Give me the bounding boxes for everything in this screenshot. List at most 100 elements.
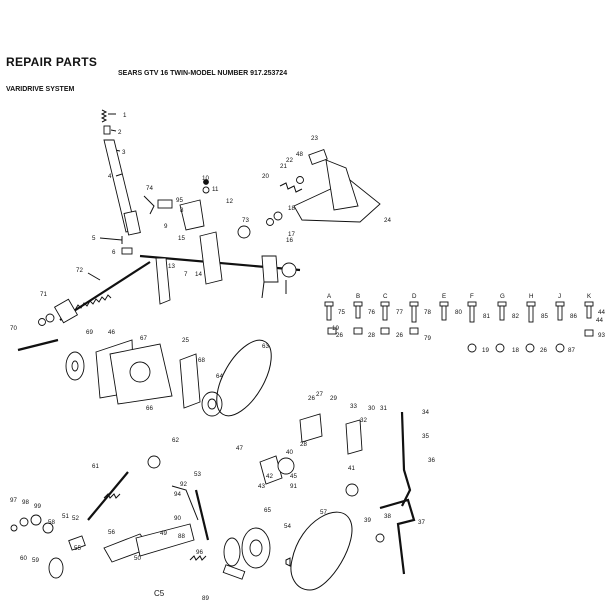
callout-87: 87	[568, 347, 575, 354]
washer-part-97	[10, 524, 18, 532]
callout-35: 35	[422, 433, 429, 440]
letter-k: K	[587, 293, 592, 300]
washer-part-99	[30, 514, 42, 526]
callout-12: 12	[226, 198, 233, 205]
callout-34: 34	[422, 409, 429, 416]
callout-26c: 26	[540, 347, 547, 354]
spring-part-96	[189, 555, 207, 561]
block-part-71	[53, 298, 79, 324]
callout-69: 69	[86, 329, 93, 336]
letter-h: H	[529, 293, 533, 300]
bolt-part-5	[99, 236, 123, 244]
callout-61: 61	[92, 463, 99, 470]
washer-part-22	[296, 176, 304, 184]
link-part-13	[155, 257, 171, 305]
letter-b: B	[356, 293, 360, 300]
nut-part-18	[38, 318, 46, 326]
callout-37: 37	[418, 519, 425, 526]
callout-48: 48	[296, 151, 303, 158]
lower-drive-assembly	[10, 411, 416, 591]
hardware-bolt-f	[467, 301, 477, 323]
idler-part-25	[129, 361, 151, 383]
callout-76: 76	[368, 309, 375, 316]
callout-98: 98	[22, 499, 29, 506]
callout-19: 19	[332, 325, 339, 332]
callout-82: 82	[512, 313, 519, 320]
callout-38: 38	[384, 513, 391, 520]
leader-72	[87, 272, 101, 281]
letter-j: J	[558, 293, 561, 300]
callout-33: 33	[350, 403, 357, 410]
lever-bracket	[123, 210, 141, 236]
callout-97: 97	[10, 497, 17, 504]
callout-59: 59	[32, 557, 39, 564]
washer-part-98	[19, 517, 29, 527]
bolt-part-70	[17, 338, 59, 352]
callout-18b: 18	[512, 347, 519, 354]
callout-1: 1	[123, 112, 127, 119]
callout-72: 72	[76, 267, 83, 274]
callout-79: 79	[424, 335, 431, 342]
callout-44b: 44	[598, 309, 605, 316]
callout-85: 85	[541, 313, 548, 320]
hardware-bolt-b	[353, 301, 363, 319]
bracket-part-12	[179, 199, 205, 231]
washer-part-18	[273, 211, 283, 221]
callout-58: 58	[48, 519, 55, 526]
leader-4	[115, 173, 123, 177]
callout-22: 22	[286, 157, 293, 164]
callout-labels: 1 2 3 4 5 6 7 8 9 10 11 12 13 14 15 16 1…	[10, 112, 605, 602]
spring-on-rod	[74, 294, 112, 311]
callout-39: 39	[364, 517, 371, 524]
callout-10: 10	[202, 175, 209, 182]
callout-45: 45	[290, 473, 297, 480]
hardware-key	[324, 301, 594, 353]
bolt-part-10	[203, 179, 209, 185]
callout-16: 16	[286, 237, 293, 244]
pulley-hub	[71, 360, 79, 372]
callout-28a: 28	[368, 332, 375, 339]
callout-71: 71	[40, 291, 47, 298]
callout-63: 63	[262, 343, 269, 350]
callout-77: 77	[396, 309, 403, 316]
hardware-bolt-c	[380, 301, 390, 321]
callout-9: 9	[164, 223, 168, 230]
pin-part-23	[308, 148, 328, 166]
callout-92: 92	[180, 481, 187, 488]
letter-e: E	[442, 293, 446, 300]
page-title: REPAIR PARTS	[6, 55, 98, 69]
bracket-part-33	[345, 419, 363, 455]
knob-part-2	[103, 125, 111, 135]
pin-part-14	[261, 281, 265, 299]
callout-67: 67	[140, 335, 147, 342]
pulley-part-64b	[285, 557, 291, 567]
callout-55: 55	[74, 545, 81, 552]
callout-51: 51	[62, 513, 69, 520]
bracket-part-47	[259, 455, 283, 485]
callout-88: 88	[178, 533, 185, 540]
callout-7: 7	[184, 271, 188, 278]
clip-part-74	[143, 195, 155, 215]
callout-24: 24	[384, 217, 391, 224]
callout-78: 78	[424, 309, 431, 316]
leader-2	[110, 129, 117, 132]
block-part-95	[157, 199, 173, 209]
callout-75: 75	[338, 309, 345, 316]
callout-54: 54	[284, 523, 291, 530]
hardware-bolt-a	[324, 301, 334, 321]
callout-19b: 19	[482, 347, 489, 354]
callout-95: 95	[176, 197, 183, 204]
callout-94: 94	[174, 491, 181, 498]
callout-57: 57	[320, 509, 327, 516]
callout-46: 46	[108, 329, 115, 336]
hardware-bolt-j	[555, 301, 565, 321]
callout-56: 56	[108, 529, 115, 536]
nut-icon	[409, 327, 419, 335]
callout-50: 50	[134, 555, 141, 562]
callout-81: 81	[483, 313, 490, 320]
callout-20: 20	[262, 173, 269, 180]
link-part-53	[171, 485, 199, 521]
callout-14: 14	[195, 271, 202, 278]
callout-2: 2	[118, 129, 122, 136]
upper-bracket-assembly	[266, 148, 381, 226]
